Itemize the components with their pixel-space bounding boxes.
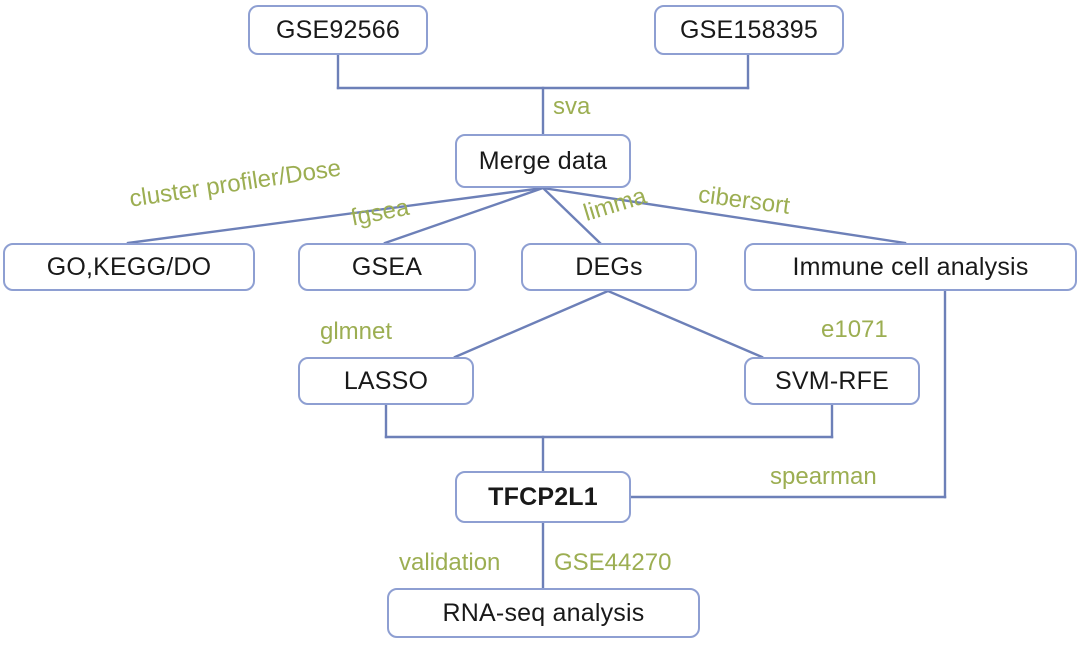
node-label: TFCP2L1 (488, 482, 598, 511)
node-label: DEGs (575, 252, 643, 281)
edge-label-validation: validation (399, 549, 501, 576)
node-merge-data[interactable]: Merge data (455, 134, 631, 188)
node-lasso[interactable]: LASSO (298, 357, 474, 405)
edge-label-spearman: spearman (770, 463, 877, 490)
node-label: GO,KEGG/DO (46, 252, 212, 281)
node-label: RNA-seq analysis (442, 598, 645, 627)
edge-label-glmnet: glmnet (320, 318, 393, 345)
node-rna-seq-analysis[interactable]: RNA-seq analysis (387, 588, 700, 638)
node-label: SVM-RFE (775, 366, 889, 395)
edge-merge-to-gsea (383, 186, 545, 245)
node-immune-cell-analysis[interactable]: Immune cell analysis (744, 243, 1077, 291)
edge-merge-to-immune (541, 186, 907, 245)
node-gse158395[interactable]: GSE158395 (654, 5, 844, 55)
node-label: LASSO (343, 366, 429, 395)
node-label: GSEA (351, 252, 423, 281)
edge-label-gse44270: GSE44270 (554, 549, 672, 576)
node-go-kegg-do[interactable]: GO,KEGG/DO (3, 243, 255, 291)
node-tfcp2l1[interactable]: TFCP2L1 (455, 471, 631, 523)
edge-degs-to-svmrfe (606, 289, 764, 359)
edge-label-e1071: e1071 (821, 316, 888, 343)
edge-degs-to-lasso (453, 289, 610, 359)
node-gse92566[interactable]: GSE92566 (248, 5, 428, 55)
node-label: Merge data (478, 146, 608, 175)
edge-label-sva: sva (553, 93, 591, 120)
node-label: GSE92566 (276, 15, 400, 44)
edge-merge-to-degs (541, 186, 602, 245)
edge-merge-to-go (126, 186, 545, 245)
node-svm-rfe[interactable]: SVM-RFE (744, 357, 920, 405)
node-label: Immune cell analysis (792, 252, 1029, 281)
node-label: GSE158395 (679, 15, 819, 44)
node-degs[interactable]: DEGs (521, 243, 697, 291)
node-gsea[interactable]: GSEA (298, 243, 476, 291)
